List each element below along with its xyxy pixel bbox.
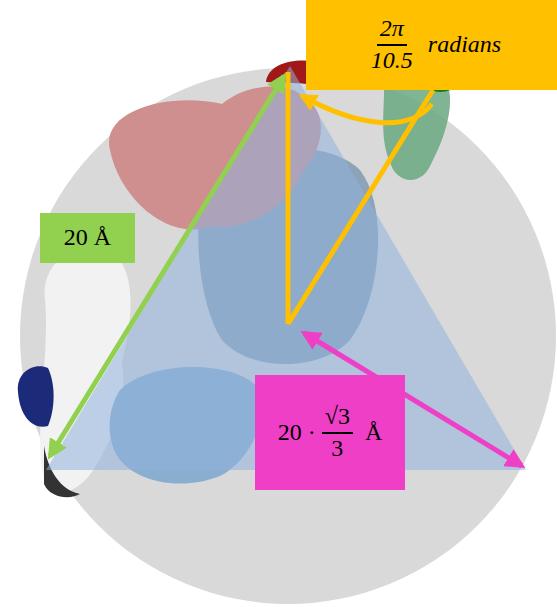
label-content: 20 Å [64, 224, 111, 252]
label-box: 20 Å [40, 213, 135, 263]
label-text: 10.5 [368, 46, 416, 75]
blue-cap [18, 366, 54, 426]
label-content: 20 ·√33Å [278, 403, 383, 462]
radius-line [288, 90, 433, 324]
label-content: 2π10.5 radians [362, 15, 501, 74]
label-box: 2π10.5 radians [306, 0, 557, 90]
radius-line [286, 72, 291, 324]
label-box: 20 ·√33Å [255, 375, 405, 490]
angle-arrow [302, 96, 432, 123]
label-text: 2π [377, 15, 407, 46]
dimension-arrow [50, 76, 284, 456]
fraction: √33 [322, 403, 353, 462]
label-text: 3 [328, 434, 346, 463]
label-text: radians [428, 31, 501, 59]
label-text: Å [365, 419, 382, 447]
label-text: 20 Å [64, 224, 111, 252]
fraction: 2π10.5 [368, 15, 416, 74]
label-text: √3 [322, 403, 353, 434]
label-text: 20 · [278, 419, 316, 447]
